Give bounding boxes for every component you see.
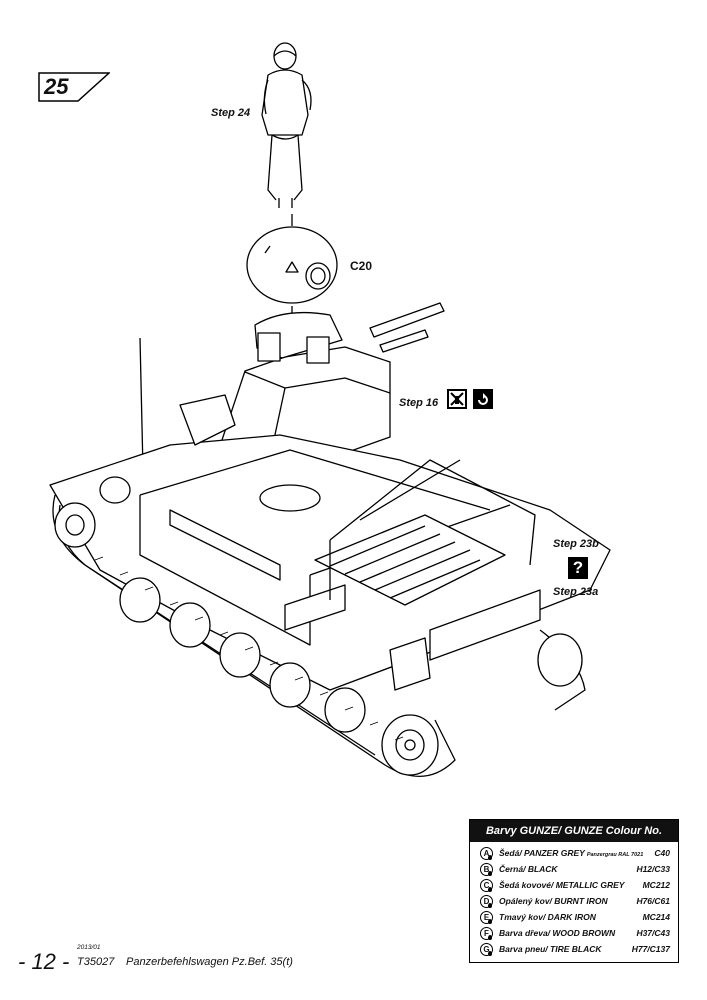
step23a-label: Step 23a xyxy=(553,586,599,598)
step-number-tag: 25 xyxy=(38,72,110,102)
step24-label: Step 24 xyxy=(211,107,251,119)
hatch-c20 xyxy=(246,226,338,304)
colour-row: D Opálený kov/ BURNT IRON H76/C61 xyxy=(470,893,678,909)
colour-row: E Tmavý kov/ DARK IRON MC214 xyxy=(470,909,678,925)
paint-drop-icon xyxy=(488,887,492,892)
colour-row: G Barva pneu/ TIRE BLACK H77/C137 xyxy=(470,941,678,957)
crew-figure xyxy=(261,42,312,208)
colour-name: Barva pneu/ TIRE BLACK xyxy=(499,944,602,954)
question-icon: ? xyxy=(568,557,588,579)
colour-letter: C xyxy=(480,879,493,892)
colour-table-title: Barvy GUNZE/ GUNZE Colour No. xyxy=(470,820,678,842)
paint-drop-icon xyxy=(488,919,492,924)
colour-code: H77/C137 xyxy=(631,944,670,954)
colour-row: F Barva dřeva/ WOOD BROWN H37/C43 xyxy=(470,925,678,941)
footer-kit-title: Panzerbefehlswagen Pz.Bef. 35(t) xyxy=(126,956,293,968)
tracks xyxy=(52,494,586,777)
footer-kit-code: T35027 xyxy=(77,956,115,968)
rotate-icon xyxy=(473,389,493,409)
hull xyxy=(49,394,611,691)
colour-letter: A xyxy=(480,847,493,860)
colour-name: Opálený kov/ BURNT IRON xyxy=(499,896,608,906)
colour-row: B Černá/ BLACK H12/C33 xyxy=(470,861,678,877)
colour-row: C Šedá kovové/ METALLIC GREY MC212 xyxy=(470,877,678,893)
colour-sub: Panzergrau RAL 7021 xyxy=(586,852,644,858)
step16-label: Step 16 xyxy=(399,397,439,409)
colour-code: MC214 xyxy=(642,912,670,922)
paint-drop-icon xyxy=(488,951,492,956)
colour-name: Šedá/ PANZER GREY xyxy=(499,848,585,858)
colour-code: H76/C61 xyxy=(636,896,670,906)
no-glue-icon xyxy=(447,389,467,409)
colour-name: Barva dřeva/ WOOD BROWN xyxy=(499,928,616,938)
page-number: - 12 - xyxy=(18,949,70,974)
paint-drop-icon xyxy=(488,855,492,860)
colour-letter: F xyxy=(480,927,493,940)
paint-drop-icon xyxy=(488,871,492,876)
colour-name: Šedá kovové/ METALLIC GREY xyxy=(499,880,625,890)
step-number: 25 xyxy=(44,74,69,99)
turret xyxy=(219,302,445,463)
colour-letter: G xyxy=(480,943,493,956)
colour-name: Černá/ BLACK xyxy=(499,864,558,874)
colour-letter: D xyxy=(480,895,493,908)
colour-letter: B xyxy=(480,863,493,876)
colour-letter: E xyxy=(480,911,493,924)
colour-name: Tmavý kov/ DARK IRON xyxy=(499,912,596,922)
footer-date: 2013/01 xyxy=(77,944,101,951)
colour-table: Barvy GUNZE/ GUNZE Colour No. A Šedá/ PA… xyxy=(469,819,679,963)
colour-code: C40 xyxy=(654,848,670,858)
colour-code: MC212 xyxy=(642,880,670,890)
paint-drop-icon xyxy=(488,903,492,908)
step23b-label: Step 23b xyxy=(553,538,599,550)
paint-drop-icon xyxy=(488,935,492,940)
colour-code: H37/C43 xyxy=(636,928,670,938)
part-c20-label: C20 xyxy=(350,259,373,273)
colour-code: H12/C33 xyxy=(636,864,670,874)
